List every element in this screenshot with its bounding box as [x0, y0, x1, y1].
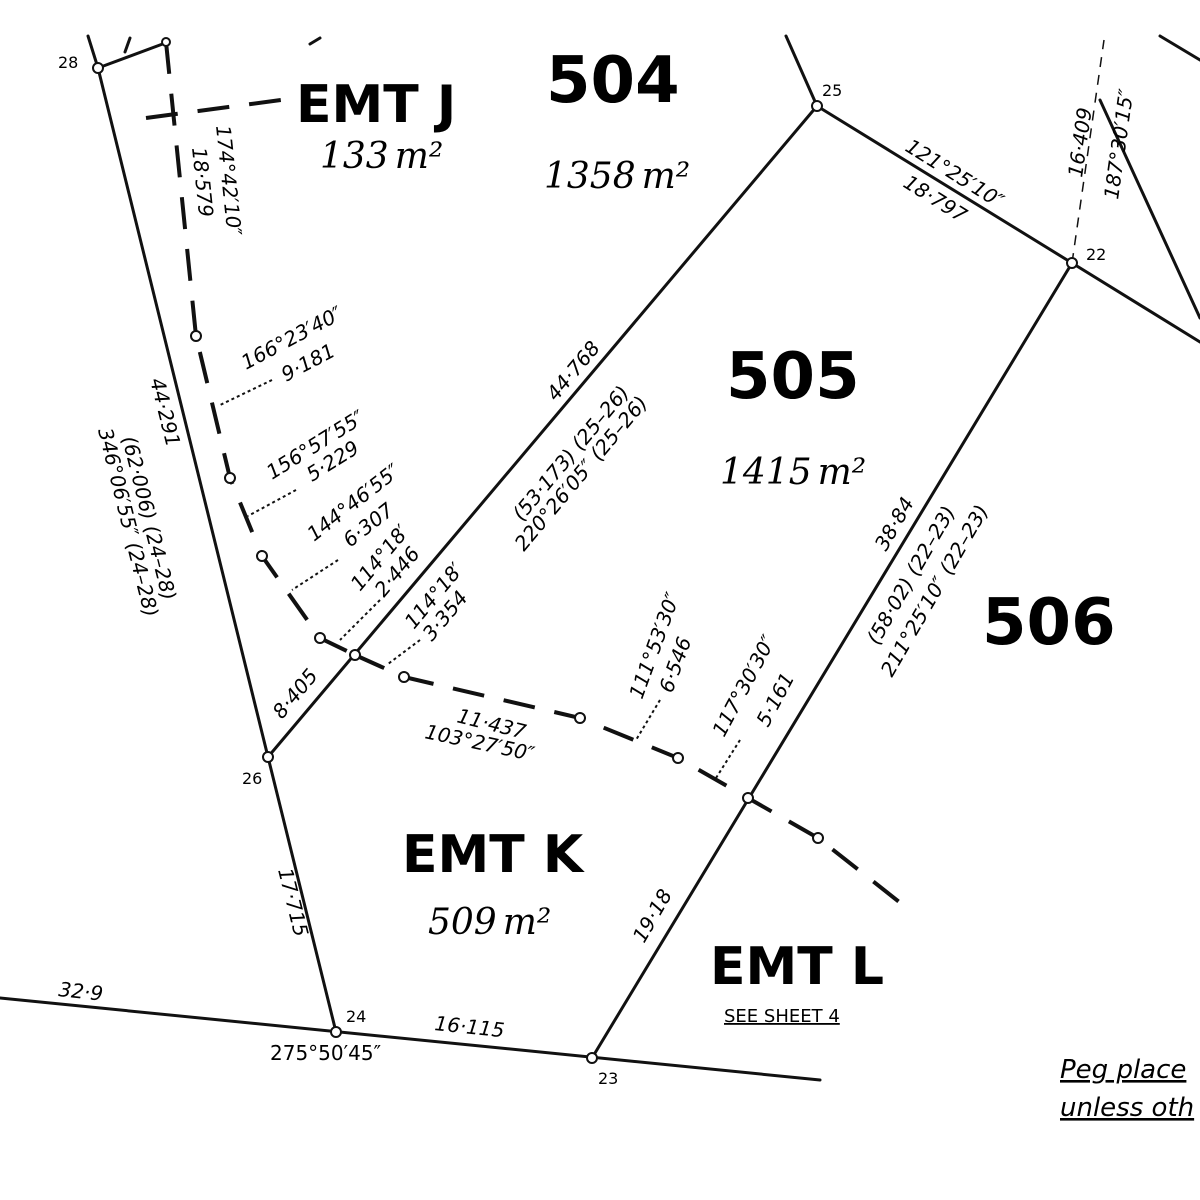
- dim-8405: 8·405: [267, 664, 322, 723]
- legend-line-1: Peg place: [1060, 1055, 1186, 1085]
- peg-k5: [812, 832, 824, 844]
- peg-j1: [161, 37, 171, 47]
- peg-26: [262, 751, 274, 763]
- point-24: 24: [346, 1007, 366, 1026]
- legend: Peg place unless oth: [1060, 1055, 1194, 1123]
- line-22-east: [1070, 261, 1200, 344]
- peg-j3: [224, 472, 236, 484]
- dim-24-bearing: 275°50′45″: [270, 1041, 381, 1065]
- lot-504-area-unit: m²: [642, 156, 691, 197]
- arrow-114b: [387, 639, 421, 665]
- peg-23: [586, 1052, 598, 1064]
- easement-j-label: EMT J: [296, 75, 456, 135]
- dim-17715: 17·715: [273, 865, 313, 939]
- peg-22: [1066, 257, 1078, 269]
- peg-j5: [314, 632, 326, 644]
- lot-505-area-unit: m²: [818, 452, 867, 493]
- line-25-north: [784, 34, 819, 108]
- line-26-24: [266, 755, 338, 1034]
- arrow-144: [291, 559, 339, 591]
- line-ne-diag: [1098, 98, 1200, 320]
- easement-l-note: SEE SHEET 4: [724, 1006, 840, 1027]
- peg-k4: [742, 792, 754, 804]
- easement-k-area-unit: m²: [503, 902, 552, 943]
- line-top-tick-a: [123, 36, 132, 54]
- line-top-tick-b: [308, 36, 322, 46]
- peg-k3: [672, 752, 684, 764]
- peg-k1: [398, 671, 410, 683]
- line-26-25: [266, 104, 819, 759]
- road-line: [0, 996, 822, 1082]
- boundary-lines: [0, 34, 1200, 1082]
- arrow-156: [247, 489, 297, 517]
- dim-ej-bearing: 174°42′10″: [211, 124, 247, 238]
- dim-ej-distance: 18·579: [187, 146, 218, 218]
- line-28-26: [96, 66, 270, 759]
- lot-505-label: 505: [726, 340, 860, 414]
- arrow-111: [635, 699, 661, 741]
- point-26: 26: [242, 769, 262, 788]
- easement-l-label: EMT L: [710, 937, 884, 997]
- arrow-166: [217, 379, 273, 407]
- lot-506-label: 506: [982, 586, 1116, 660]
- line-ne-corner: [1158, 34, 1200, 62]
- arrow-117: [715, 739, 741, 779]
- survey-pegs: [92, 37, 1078, 1064]
- dim-22-north-bearing: 187°30′15″: [1099, 87, 1138, 201]
- line-25-22: [815, 104, 1074, 265]
- lot-504-label: 504: [546, 44, 680, 118]
- easement-j-top: [145, 96, 297, 120]
- dim-22-north-distance: 16·409: [1063, 106, 1097, 179]
- line-22-north-dashed: [1071, 39, 1105, 264]
- legend-line-2: unless oth: [1060, 1093, 1194, 1123]
- easement-k-label: EMT K: [402, 825, 585, 885]
- peg-24: [330, 1026, 342, 1038]
- dim-1918: 19·18: [628, 885, 677, 947]
- peg-j2: [190, 330, 202, 342]
- lot-504-area-value: 1358: [544, 156, 636, 197]
- lot-505-area-value: 1415: [720, 452, 812, 493]
- line-22-23: [590, 261, 1074, 1060]
- peg-28: [92, 62, 104, 74]
- easement-j-area-unit: m²: [395, 136, 444, 177]
- dim-28-26-distance: 44·291: [145, 375, 185, 449]
- easement-k-area-value: 509: [428, 902, 497, 943]
- point-22: 22: [1086, 245, 1106, 264]
- dim-16115: 16·115: [433, 1011, 505, 1042]
- easement-j-area-value: 133: [320, 136, 389, 177]
- point-28: 28: [58, 53, 78, 72]
- arrow-114a: [339, 599, 381, 641]
- dimension-labels: 44·291 (62·006) (24–28) 346°06′55″ (24–2…: [57, 87, 1138, 1065]
- leader-arrows: [217, 379, 741, 779]
- dim-22-23-distance: 38·84: [870, 493, 919, 555]
- dim-26-25-bearing: 220°26′05″ (25–26): [509, 391, 652, 555]
- peg-k2: [574, 712, 586, 724]
- point-25: 25: [822, 81, 842, 100]
- dim-329: 32·9: [57, 977, 104, 1006]
- point-numbers: 28 25 22 26 24 23: [58, 53, 1106, 1088]
- peg-25: [811, 100, 823, 112]
- easement-j-boundary: [164, 41, 356, 657]
- peg-j4: [256, 550, 268, 562]
- peg-junction: [349, 649, 361, 661]
- line-28-top-b: [96, 40, 170, 70]
- point-23: 23: [598, 1069, 618, 1088]
